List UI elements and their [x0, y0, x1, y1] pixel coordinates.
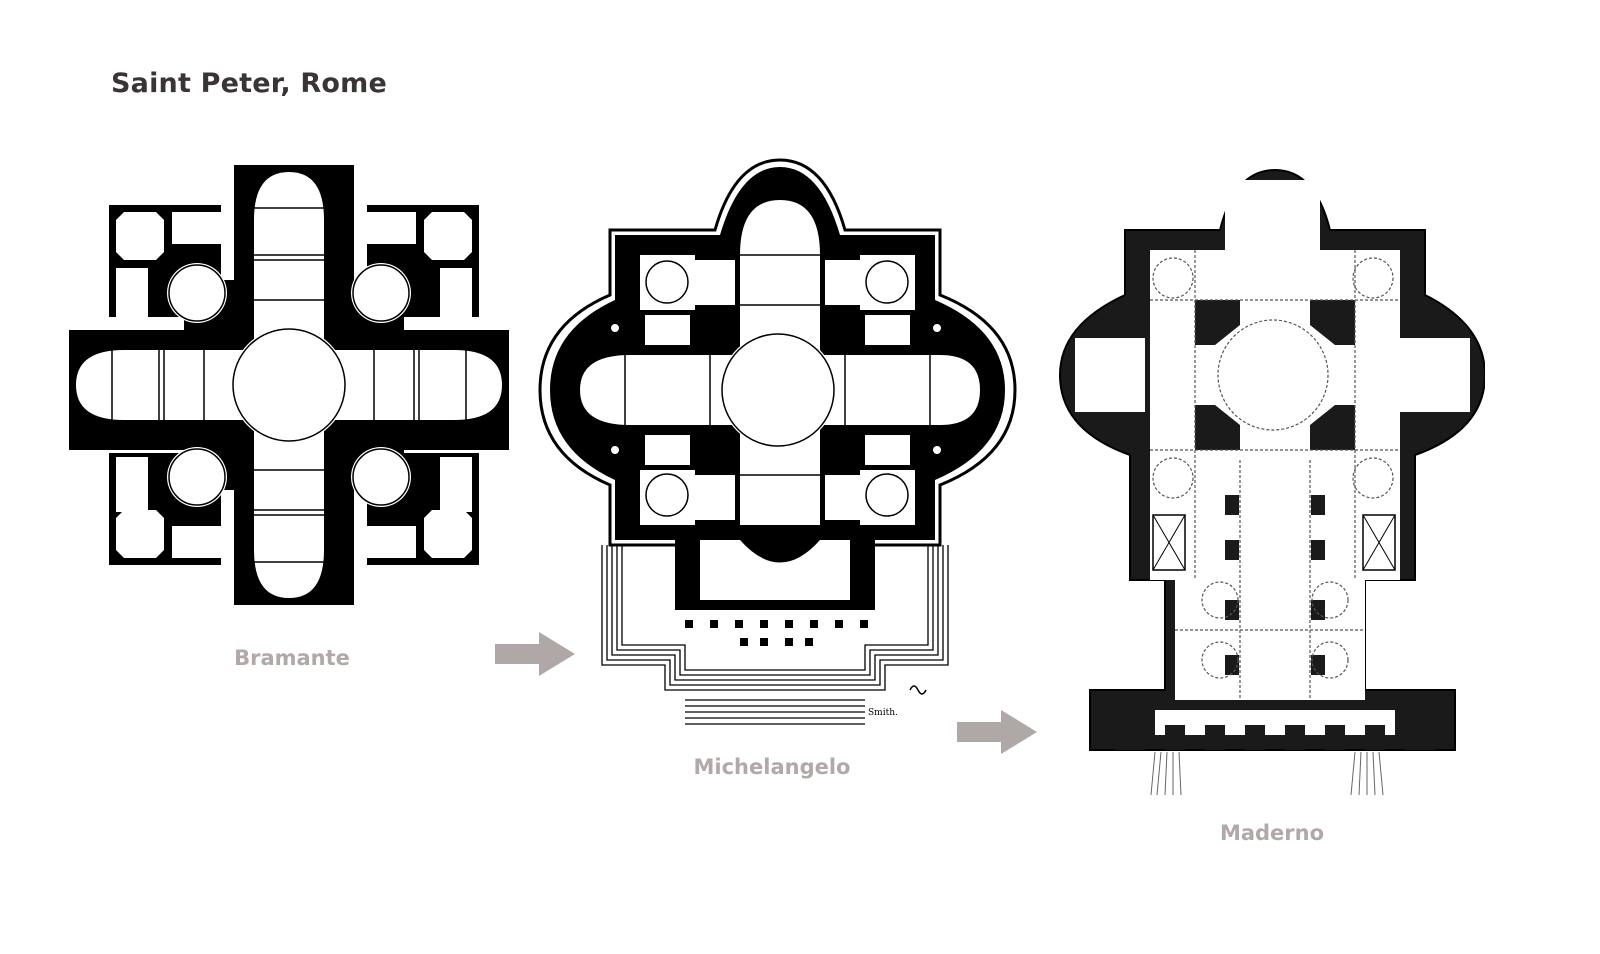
bramante-plan — [64, 160, 524, 610]
caption-maderno: Maderno — [1219, 821, 1325, 845]
caption-bramante: Bramante — [234, 646, 350, 670]
michelangelo-plan: Smith. — [535, 155, 1025, 740]
caption-michelangelo: Michelangelo — [693, 755, 851, 779]
page-title: Saint Peter, Rome — [111, 68, 387, 99]
maderno-plan — [1055, 160, 1485, 800]
michelangelo-signature: Smith. — [868, 708, 898, 718]
arrow-right-icon — [495, 630, 575, 682]
arrow-right-icon — [957, 708, 1037, 760]
